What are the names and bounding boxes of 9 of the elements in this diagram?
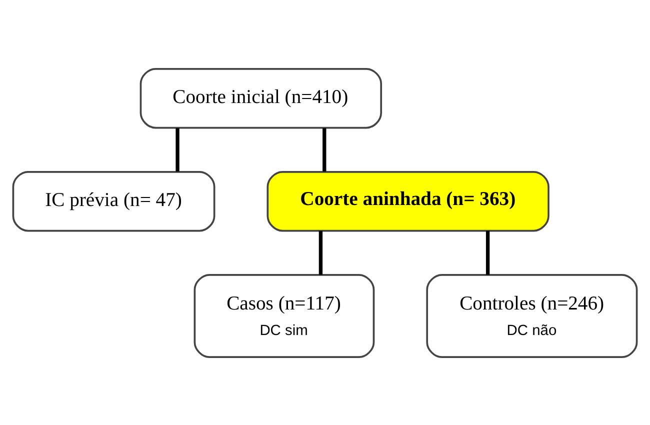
connector — [486, 230, 490, 274]
node-box: Coorte inicial (n=410) — [140, 67, 382, 128]
connector — [322, 128, 326, 172]
node-box: Coorte aninhada (n= 363) — [266, 170, 550, 232]
node-box: IC prévia (n= 47) — [12, 170, 216, 232]
connector — [176, 128, 180, 172]
node-box: Controles (n=246) DC não — [426, 274, 638, 358]
node-box: Casos (n=117) DC sim — [194, 274, 375, 358]
connector — [318, 230, 323, 274]
